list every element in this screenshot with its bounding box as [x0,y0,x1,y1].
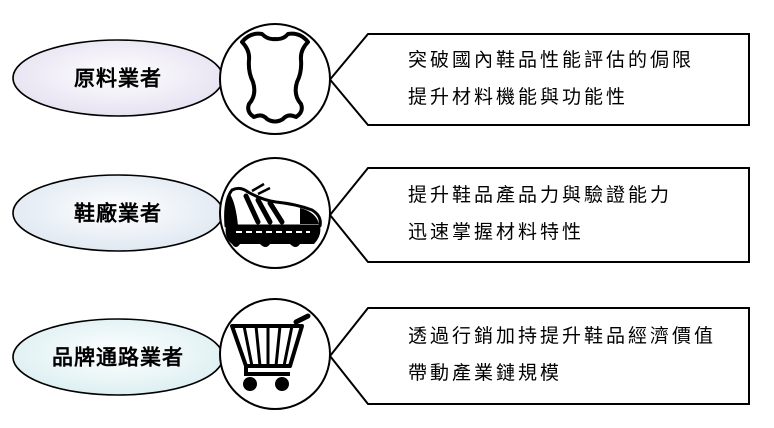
row-label: 鞋廠業者 [74,201,162,226]
leather-hide-icon [240,31,310,124]
benefit-line: 帶動產業鏈規模 [408,362,562,384]
row-raw-material: 原料業者 突破國內鞋品性能評估的侷限 提升材料機能與功能性 [12,23,750,135]
shopping-cart-icon [230,313,311,391]
benefit-line: 提升鞋品產品力與驗證能力 [408,184,672,206]
row-label: 品牌通路業者 [52,345,184,370]
callout-box [328,167,750,263]
row-shoe-factory: 鞋廠業者 提升鞋品產品力與驗證能力 迅速掌握材料特性 [12,157,750,269]
benefit-line: 提升材料機能與功能性 [408,86,628,108]
row-label: 原料業者 [74,66,162,91]
callout-box [328,307,750,405]
callout-box [328,33,750,126]
row-brand-channel: 品牌通路業者 透過行銷加持提升鞋品經濟價值 帶動產業鏈規模 [12,298,750,410]
sneaker-icon [224,182,322,247]
benefit-line: 透過行銷加持提升鞋品經濟價值 [408,325,716,347]
benefit-line: 迅速掌握材料特性 [408,221,584,243]
benefit-line: 突破國內鞋品性能評估的侷限 [408,49,694,71]
